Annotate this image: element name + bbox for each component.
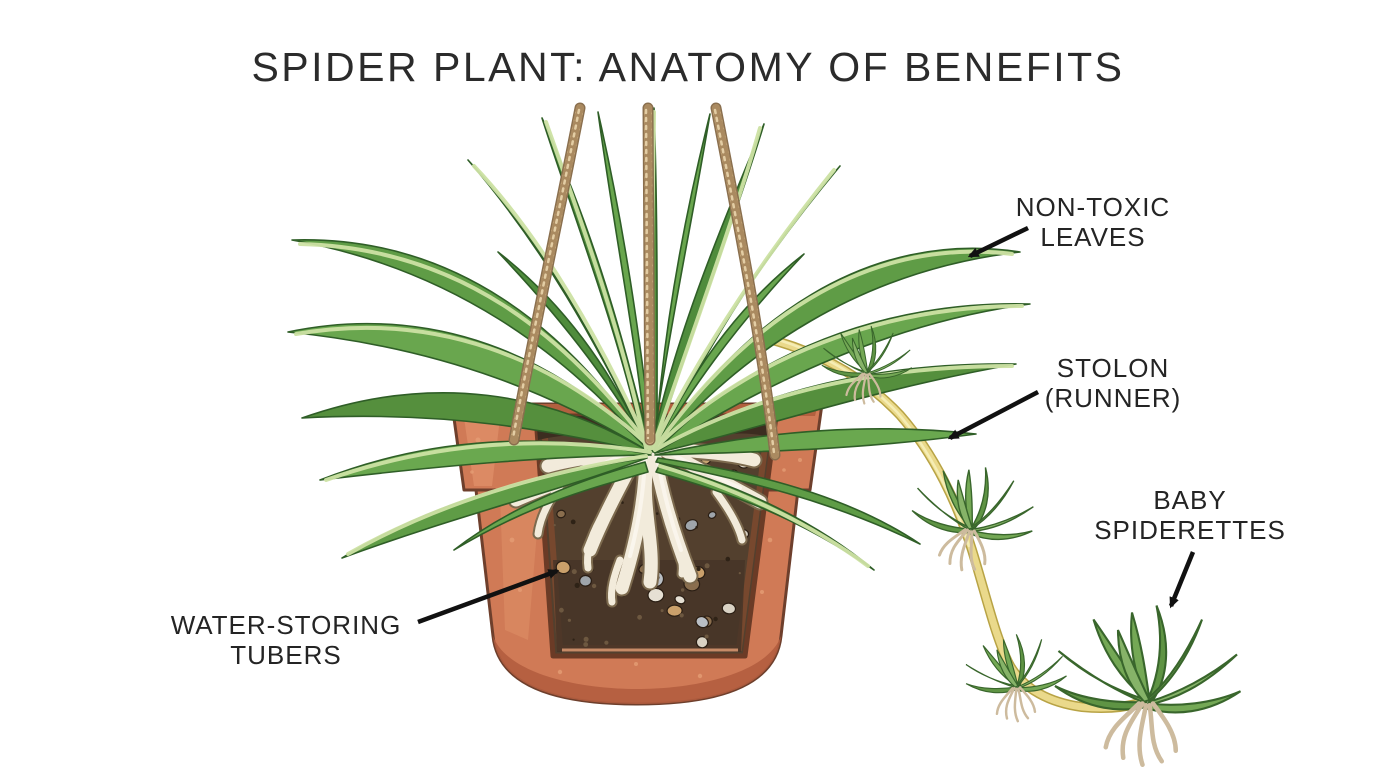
rope-left	[508, 102, 586, 446]
label-baby-spiderettes: BABY SPIDERETTES	[1094, 485, 1286, 546]
rope-middle	[642, 102, 656, 446]
spider-plant-leaves	[287, 107, 1031, 571]
arrow-to-stolon	[947, 390, 1040, 440]
diagram-title: SPIDER PLANT: ANATOMY OF BENEFITS	[251, 44, 1125, 90]
label-stolon-runner: STOLON (RUNNER)	[1044, 353, 1182, 414]
baby-spiderette	[1055, 606, 1241, 765]
label-water-storing-tubers: WATER-STORING TUBERS	[170, 610, 402, 671]
arrow-to-spiderettes	[1168, 551, 1196, 609]
baby-spiderette	[903, 456, 1042, 581]
arrow-to-tubers	[417, 568, 560, 625]
rope-right	[710, 102, 781, 461]
arrow-to-leaves	[967, 225, 1029, 259]
baby-spiderette	[960, 628, 1072, 728]
callout-arrows	[417, 225, 1196, 625]
hanging-ropes	[508, 102, 781, 461]
label-non-toxic-leaves: NON-TOXIC LEAVES	[1015, 192, 1171, 253]
